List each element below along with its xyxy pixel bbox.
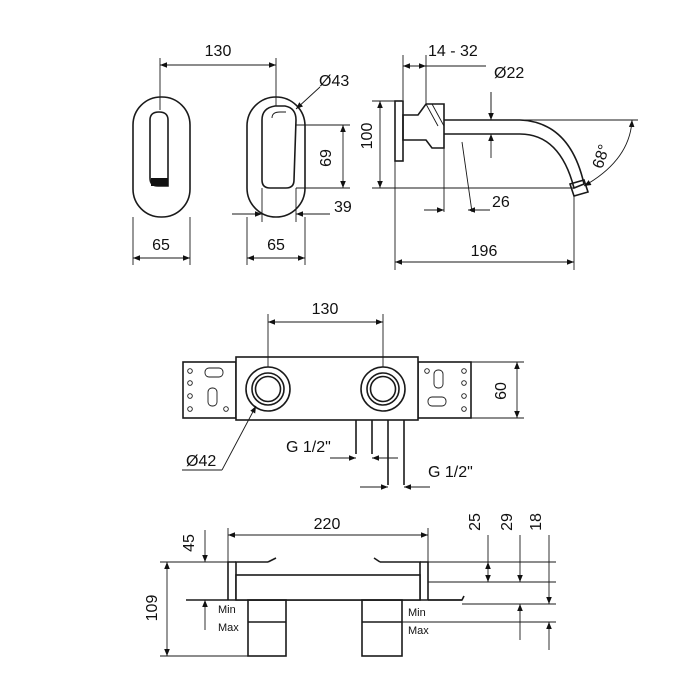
bottom-depth-label: 45 — [181, 534, 198, 552]
left-spout-outlet — [151, 178, 168, 186]
box-right-bracket — [417, 361, 472, 419]
front-spout-width-label: 39 — [334, 199, 352, 216]
side-view: 14 - 32 Ø22 100 68° 26 196 — [359, 43, 638, 270]
right-lever — [261, 105, 297, 189]
side-offset-label: 26 — [492, 194, 510, 211]
side-spout-outlet — [568, 179, 590, 197]
bottom-dim-18-label: 18 — [528, 513, 545, 531]
left-round-plate — [132, 96, 191, 218]
box-thread-left-label: G 1/2" — [286, 439, 331, 456]
side-diameter-label: Ø22 — [494, 65, 524, 82]
side-wall-range-label: 14 - 32 — [428, 43, 478, 60]
bottom-min-right-label: Min — [408, 607, 426, 619]
front-diameter-label: Ø43 — [319, 73, 349, 90]
front-right-width-label: 65 — [267, 237, 285, 254]
left-spout — [149, 111, 169, 187]
front-width-between-label: 130 — [205, 43, 232, 60]
bottom-right-cartridge — [361, 599, 403, 657]
bottom-dim-25-label: 25 — [467, 513, 484, 531]
side-length-label: 196 — [471, 243, 498, 260]
side-height-label: 100 — [359, 123, 376, 150]
bottom-min-left-label: Min — [218, 604, 236, 616]
front-left-width-label: 65 — [152, 237, 170, 254]
bottom-width-label: 220 — [314, 516, 341, 533]
bottom-max-right-label: Max — [408, 625, 429, 637]
box-view: 130 60 Ø42 G 1/2" G 1/2" — [182, 301, 524, 490]
right-lever-inner — [271, 111, 286, 119]
side-spout — [444, 119, 585, 190]
bottom-left-cartridge — [247, 599, 287, 657]
front-view: 130 Ø43 69 39 65 65 — [132, 43, 352, 265]
box-center-distance-label: 130 — [312, 301, 339, 318]
bottom-box-body — [235, 574, 421, 601]
box-thread-right-label: G 1/2" — [428, 464, 473, 481]
bottom-dim-29-label: 29 — [499, 513, 516, 531]
bottom-max-left-label: Max — [218, 622, 239, 634]
box-diameter-label: Ø42 — [186, 453, 216, 470]
side-angle-label: 68° — [590, 142, 614, 170]
bottom-height-label: 109 — [144, 595, 161, 622]
box-height-label: 60 — [493, 382, 510, 400]
side-wall-plate — [394, 100, 404, 162]
front-height-label: 69 — [318, 149, 335, 167]
bottom-view: Min Max Min Max 220 45 109 25 29 18 — [144, 513, 556, 657]
